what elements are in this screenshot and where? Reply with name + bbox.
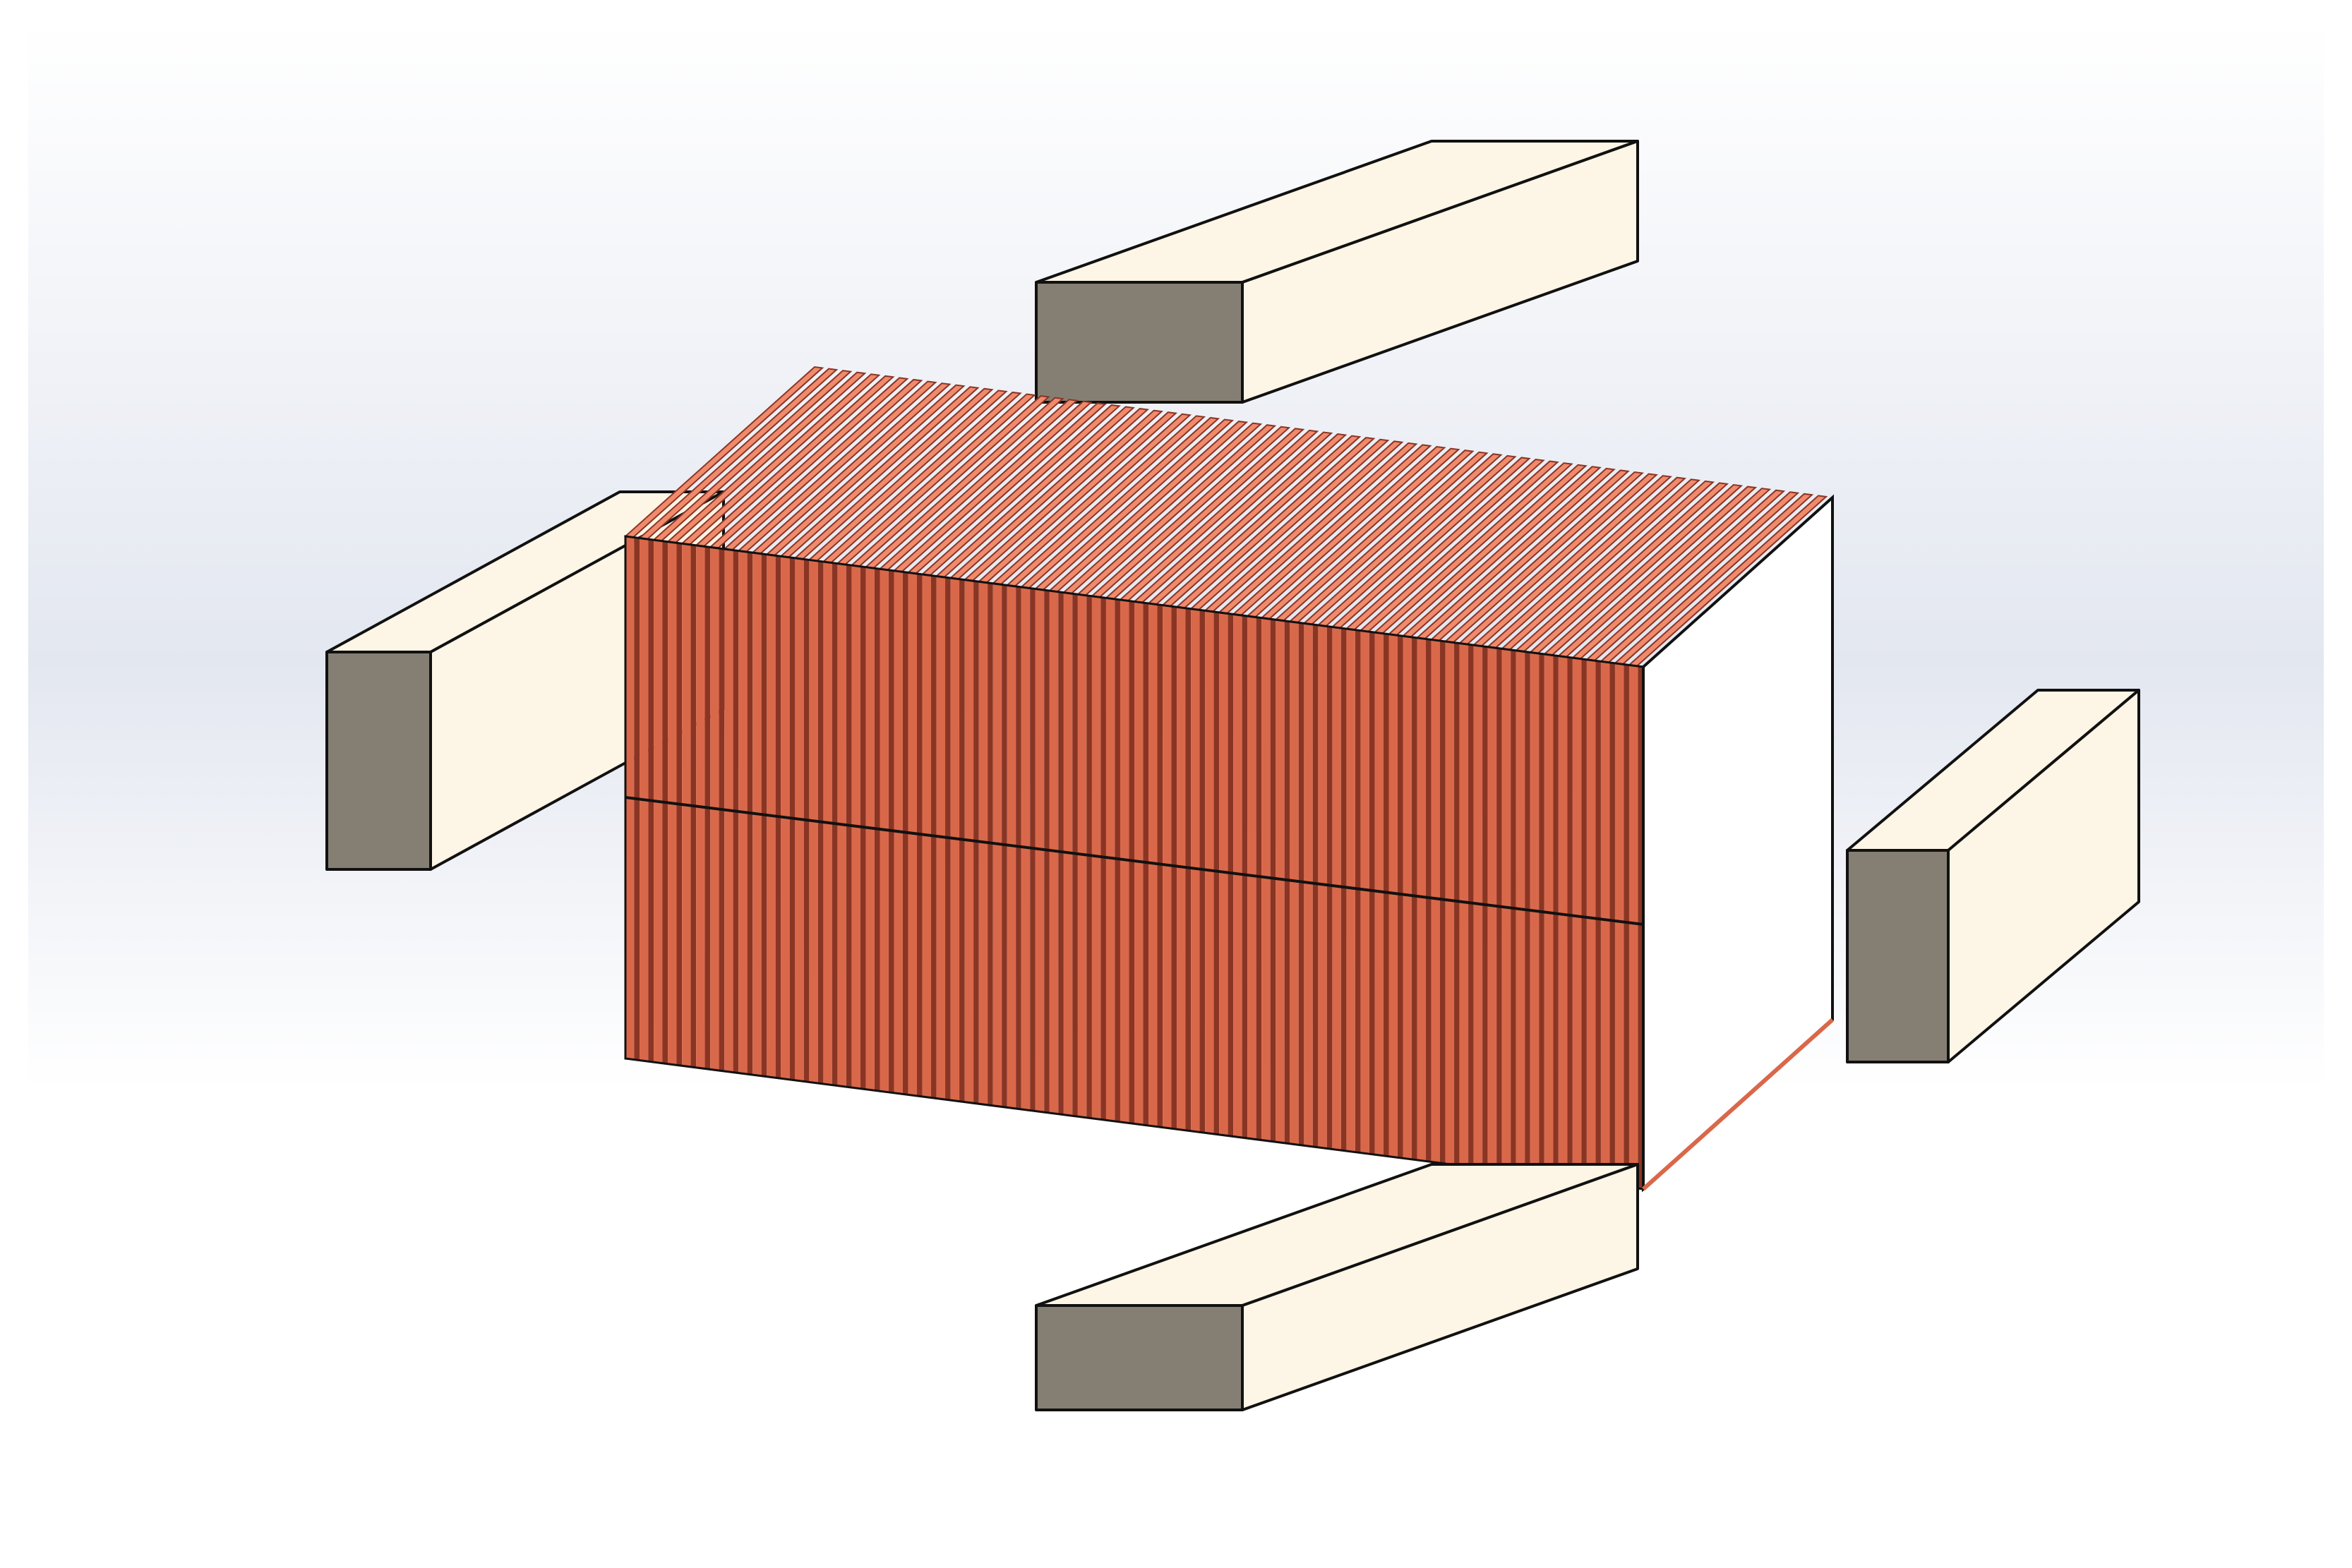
fin-face bbox=[1134, 601, 1144, 1126]
fin-gap bbox=[1284, 620, 1290, 1144]
block-front-face bbox=[1035, 1304, 1244, 1411]
fin-face bbox=[1163, 605, 1172, 1129]
fin-face bbox=[1516, 650, 1525, 1174]
fin-gap bbox=[1228, 613, 1234, 1137]
fin-gap bbox=[1609, 662, 1615, 1186]
fin-gap bbox=[1171, 606, 1177, 1130]
fin-face bbox=[1530, 652, 1540, 1176]
fin-face bbox=[1544, 654, 1554, 1178]
fin-face bbox=[1177, 607, 1186, 1130]
fin-stack-top-edges bbox=[623, 366, 1828, 667]
fin-gap bbox=[1157, 604, 1163, 1128]
fin-face bbox=[1276, 620, 1285, 1143]
block-right bbox=[1846, 689, 2140, 1063]
fin-face bbox=[1247, 616, 1256, 1140]
fin-gap bbox=[1383, 633, 1389, 1157]
fin-face bbox=[1628, 665, 1638, 1189]
fin-gap bbox=[1340, 628, 1347, 1152]
fin-face bbox=[1388, 634, 1398, 1158]
fin-face bbox=[1346, 629, 1355, 1152]
block-front-face bbox=[325, 651, 432, 871]
fin-face bbox=[1105, 598, 1115, 1121]
fin-face bbox=[1290, 621, 1299, 1145]
fin-gap bbox=[1440, 641, 1446, 1164]
fin-face bbox=[1304, 623, 1313, 1147]
fin-face bbox=[1586, 659, 1596, 1183]
fin-gap bbox=[1539, 653, 1544, 1177]
fin-stack bbox=[623, 366, 1835, 1193]
fin-face bbox=[1205, 610, 1214, 1134]
fin-face bbox=[1558, 656, 1568, 1180]
fin-face bbox=[1403, 636, 1412, 1159]
fin-gap bbox=[1100, 597, 1106, 1121]
fin-gap bbox=[1355, 629, 1361, 1153]
fin-gap bbox=[1044, 590, 1050, 1114]
fin-gap bbox=[1567, 657, 1573, 1181]
fin-face bbox=[1487, 646, 1497, 1171]
fin-face bbox=[1120, 599, 1129, 1123]
fin-face bbox=[1473, 645, 1483, 1169]
fin-gap bbox=[1242, 615, 1248, 1139]
fin-gap bbox=[1496, 648, 1502, 1171]
fin-gap bbox=[1468, 644, 1474, 1168]
fin-face bbox=[1233, 614, 1242, 1138]
fin-gap bbox=[1256, 617, 1262, 1140]
fin-face bbox=[1091, 596, 1101, 1120]
fin-gap bbox=[1086, 595, 1092, 1118]
fin-gap bbox=[1511, 649, 1516, 1173]
block-front-face bbox=[1846, 849, 1950, 1063]
fin-face bbox=[1148, 603, 1158, 1127]
fin-gap bbox=[1058, 591, 1064, 1115]
fin-gap bbox=[1115, 598, 1120, 1122]
fin-face bbox=[1459, 643, 1469, 1167]
block-front-face bbox=[1035, 281, 1244, 404]
fin-gap bbox=[1185, 608, 1192, 1131]
fin-face bbox=[1374, 632, 1384, 1156]
block-top bbox=[1035, 140, 1639, 404]
fin-gap bbox=[1595, 661, 1601, 1184]
fin-face bbox=[1261, 617, 1271, 1142]
fin-face bbox=[1360, 630, 1369, 1154]
fin-face bbox=[1318, 625, 1327, 1149]
fin-face bbox=[1035, 589, 1045, 1113]
fin-gap bbox=[1129, 601, 1134, 1124]
fin-face bbox=[1077, 594, 1087, 1118]
fin-face bbox=[1600, 661, 1610, 1185]
fin-gap bbox=[1397, 635, 1403, 1159]
fin-face bbox=[1501, 649, 1511, 1172]
fin-gap bbox=[1270, 619, 1276, 1142]
fin-gap bbox=[1482, 646, 1488, 1169]
fin-gap bbox=[1369, 632, 1375, 1155]
block-bottom bbox=[1035, 1163, 1639, 1411]
fin-gap bbox=[1553, 655, 1559, 1178]
fin-gap bbox=[1298, 622, 1304, 1146]
fin-gap bbox=[1199, 610, 1206, 1133]
fin-face bbox=[1445, 641, 1455, 1165]
fin-face bbox=[1191, 608, 1200, 1133]
fin-gap bbox=[1454, 642, 1460, 1166]
fin-gap bbox=[1624, 664, 1629, 1188]
fin-gap bbox=[1072, 593, 1078, 1117]
fin-gap bbox=[1143, 603, 1149, 1126]
fin-face bbox=[1219, 612, 1228, 1136]
fin-gap bbox=[1213, 611, 1220, 1135]
fin-face bbox=[1049, 591, 1059, 1114]
fin-gap bbox=[1425, 639, 1432, 1162]
fin-gap bbox=[1581, 658, 1587, 1182]
fin-face bbox=[1614, 663, 1624, 1187]
fin-stack-split-line bbox=[625, 796, 1644, 926]
fin-face bbox=[1417, 637, 1426, 1162]
fin-gap bbox=[1525, 651, 1530, 1175]
fin-face bbox=[1332, 627, 1341, 1151]
fin-gap bbox=[1411, 637, 1417, 1160]
fin-gap bbox=[1312, 624, 1319, 1147]
fin-face bbox=[1431, 639, 1441, 1164]
fin-face bbox=[1572, 658, 1582, 1181]
fin-gap bbox=[1326, 626, 1333, 1150]
fin-stack-bottom-rim bbox=[1641, 1018, 1835, 1191]
fin-face bbox=[1063, 592, 1073, 1116]
